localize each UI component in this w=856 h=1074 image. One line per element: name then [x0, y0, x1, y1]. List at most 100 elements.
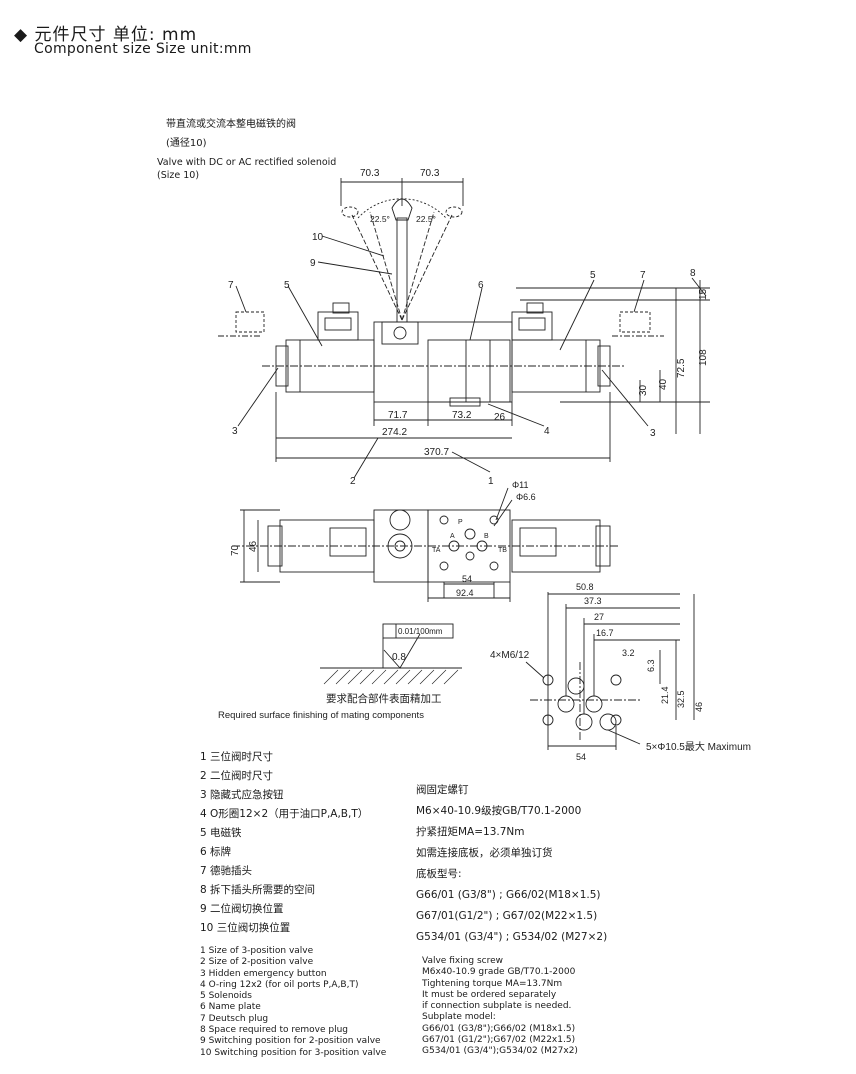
- dim-phi11: Φ11: [512, 480, 529, 490]
- dim-108: 108: [698, 349, 709, 366]
- list-item: G534/01 (G3/4");G534/02 (M27x2): [422, 1046, 578, 1057]
- roughness-value: 0.8: [392, 652, 406, 663]
- list-item: 拧紧扭矩MA=13.7Nm: [416, 826, 525, 838]
- callout-5-left: 5: [284, 280, 290, 291]
- dim-15: 15: [698, 288, 709, 300]
- port-b: B: [484, 533, 489, 540]
- list-item: M6×40-10.9级按GB/T70.1-2000: [416, 805, 582, 817]
- legend-en: 1 Size of 3-position valve 2 Size of 2-p…: [200, 946, 386, 1059]
- dim-92-4: 92.4: [456, 588, 474, 598]
- list-item: 9 二位阀切换位置: [200, 903, 284, 915]
- callout-2: 2: [350, 476, 356, 487]
- callout-3-left: 3: [232, 426, 238, 437]
- top-view: [232, 487, 620, 602]
- callout-5-right: 5: [590, 270, 596, 281]
- callout-10: 10: [312, 232, 324, 243]
- dim-50-8: 50.8: [576, 582, 594, 592]
- list-item: 10 Switching position for 3-position val…: [200, 1047, 387, 1058]
- dim-27: 27: [594, 612, 604, 622]
- list-item: 3 隐藏式应急按钮: [200, 789, 284, 801]
- list-item: 8 Space required to remove plug: [200, 1025, 349, 1036]
- list-item: 2 二位阀时尺寸: [200, 770, 274, 782]
- dim-46: 46: [248, 540, 259, 552]
- dim-26: 26: [494, 412, 506, 423]
- port-ta: TA: [432, 547, 441, 554]
- port-tb: TB: [498, 547, 507, 554]
- dim-370-7: 370.7: [424, 447, 449, 458]
- port-a: A: [450, 533, 455, 540]
- callout-8: 8: [690, 268, 696, 279]
- dim-274-2: 274.2: [382, 427, 407, 438]
- list-item: G66/01 (G3/8");G66/02 (M18x1.5): [422, 1023, 576, 1034]
- list-item: G66/01 (G3/8") ; G66/02(M18×1.5): [416, 889, 601, 901]
- caption-en: Valve with DC or AC rectified solenoid: [157, 157, 337, 168]
- dim-6-3: 6.3: [646, 659, 656, 672]
- list-item: Valve fixing screw: [422, 956, 504, 966]
- dim-46-sub: 46: [694, 702, 704, 712]
- list-item: 7 Deutsch plug: [200, 1013, 269, 1024]
- dim-37-3: 37.3: [584, 596, 602, 606]
- list-item: 6 Name plate: [200, 1002, 261, 1013]
- dim-phi6-6: Φ6.6: [516, 492, 536, 502]
- dim-70-3-b: 70.3: [420, 168, 440, 179]
- dim-21-4: 21.4: [660, 686, 670, 704]
- list-item: M6x40-10.9 grade GB/T70.1-2000: [422, 967, 576, 978]
- surface-note-en: Required surface finishing of mating com…: [218, 710, 424, 721]
- surface-note-zh: 要求配合部件表面精加工: [326, 692, 442, 705]
- dim-73-2: 73.2: [452, 410, 472, 421]
- list-item: 4 O-ring 12x2 (for oil ports P,A,B,T): [200, 979, 359, 990]
- dim-3-2: 3.2: [622, 648, 635, 658]
- list-item: 6 标牌: [200, 846, 232, 858]
- list-item: Tightening torque MA=13.7Nm: [422, 978, 563, 989]
- list-item: 8 拆下插头所需要的空间: [200, 884, 316, 896]
- angle-a: 22.5°: [370, 214, 390, 224]
- dim-71-7: 71.7: [388, 410, 408, 421]
- mounting-notes-en: Valve fixing screw M6x40-10.9 grade GB/T…: [422, 956, 578, 1058]
- list-item: 10 三位阀切换位置: [200, 922, 291, 934]
- list-item: 4 O形圈12×2（用于油口P,A,B,T）: [200, 808, 369, 820]
- list-item: 9 Switching position for 2-position valv…: [200, 1036, 381, 1047]
- list-item: 2 Size of 2-position valve: [200, 957, 314, 968]
- flatness-tolerance: 0.01/100mm: [398, 627, 443, 636]
- list-item: 阀固定螺钉: [416, 784, 469, 796]
- dim-72-5: 72.5: [676, 358, 687, 378]
- surface-finish: [320, 623, 462, 685]
- dim-54-top: 54: [462, 574, 472, 584]
- caption-zh: 带直流或交流本整电磁铁的阀: [166, 119, 296, 130]
- callout-7-right: 7: [640, 270, 646, 281]
- dim-70-3-a: 70.3: [360, 168, 380, 179]
- list-item: 5 Solenoids: [200, 991, 252, 1002]
- list-item: 如需连接底板，必须单独订货: [416, 847, 553, 859]
- caption-zh-size: (通径10): [166, 138, 207, 149]
- list-item: 1 三位阀时尺寸: [200, 751, 274, 763]
- callout-7-left: 7: [228, 280, 234, 291]
- list-item: if connection subplate is needed.: [422, 1001, 572, 1012]
- dim-40: 40: [658, 378, 669, 390]
- list-item: It must be ordered separately: [422, 989, 557, 1000]
- callout-1: 1: [488, 476, 494, 487]
- page-title-zh: ◆ 元件尺寸 单位: mm: [14, 25, 198, 45]
- list-item: G67/01(G1/2") ; G67/02(M22×1.5): [416, 910, 598, 922]
- dim-32-5: 32.5: [676, 690, 686, 708]
- holes-note: 5×Φ10.5最大 Maximum: [646, 740, 751, 753]
- dim-16-7: 16.7: [596, 628, 614, 638]
- callout-9: 9: [310, 258, 316, 269]
- port-p: P: [458, 519, 463, 526]
- list-item: 5 电磁铁: [200, 827, 242, 839]
- dim-70: 70: [230, 544, 241, 556]
- legend-zh: 1 三位阀时尺寸 2 二位阀时尺寸 3 隐藏式应急按钮 4 O形圈12×2（用于…: [200, 748, 368, 938]
- angle-b: 22.5°: [416, 214, 436, 224]
- list-item: 1 Size of 3-position valve: [200, 946, 314, 956]
- callout-6: 6: [478, 280, 484, 291]
- list-item: 3 Hidden emergency button: [200, 968, 327, 979]
- front-view: [218, 178, 710, 479]
- subplate-pattern: [525, 592, 695, 750]
- dim-30: 30: [638, 384, 649, 396]
- screws-note: 4×M6/12: [490, 650, 530, 661]
- dim-54-sub: 54: [576, 752, 586, 762]
- list-item: Subplate model:: [422, 1012, 496, 1023]
- page-title-en: Component size Size unit:mm: [34, 41, 252, 57]
- list-item: 7 德驰插头: [200, 865, 253, 877]
- list-item: G67/01 (G1/2");G67/02 (M22x1.5): [422, 1035, 576, 1046]
